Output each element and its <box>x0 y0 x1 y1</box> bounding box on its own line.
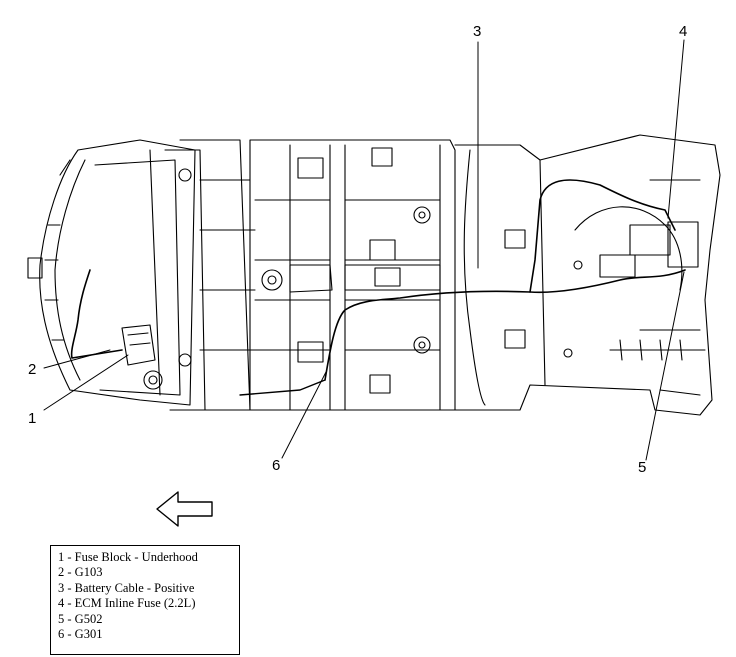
left-arrow-icon <box>156 491 213 527</box>
legend-item: 4 - ECM Inline Fuse (2.2L) <box>58 596 196 611</box>
legend-item: 3 - Battery Cable - Positive <box>58 580 195 595</box>
fuse-block-underhood <box>121 324 156 366</box>
battery-cable-positive <box>239 179 686 396</box>
legend-item: 5 - G502 <box>58 611 103 626</box>
legend-item: 2 - G103 <box>58 565 103 580</box>
callout-number-6: 6 <box>272 457 281 474</box>
legend-item: 1 - Fuse Block - Underhood <box>58 550 198 564</box>
callout-number-1: 1 <box>28 410 37 427</box>
g103-ground-wire <box>70 269 123 359</box>
callout-number-4: 4 <box>679 23 688 40</box>
callout-number-5: 5 <box>638 459 647 476</box>
legend-item: 6 - G301 <box>58 627 103 642</box>
rear-underbody <box>454 134 721 416</box>
callout-number-2: 2 <box>28 361 37 378</box>
callout-leaders <box>43 39 685 461</box>
callout-number-3: 3 <box>473 23 482 40</box>
callout-legend: 1 - Fuse Block - Underhood 2 - G103 3 - … <box>50 545 240 655</box>
floor-pan <box>249 139 456 411</box>
engine-compartment <box>27 139 256 411</box>
